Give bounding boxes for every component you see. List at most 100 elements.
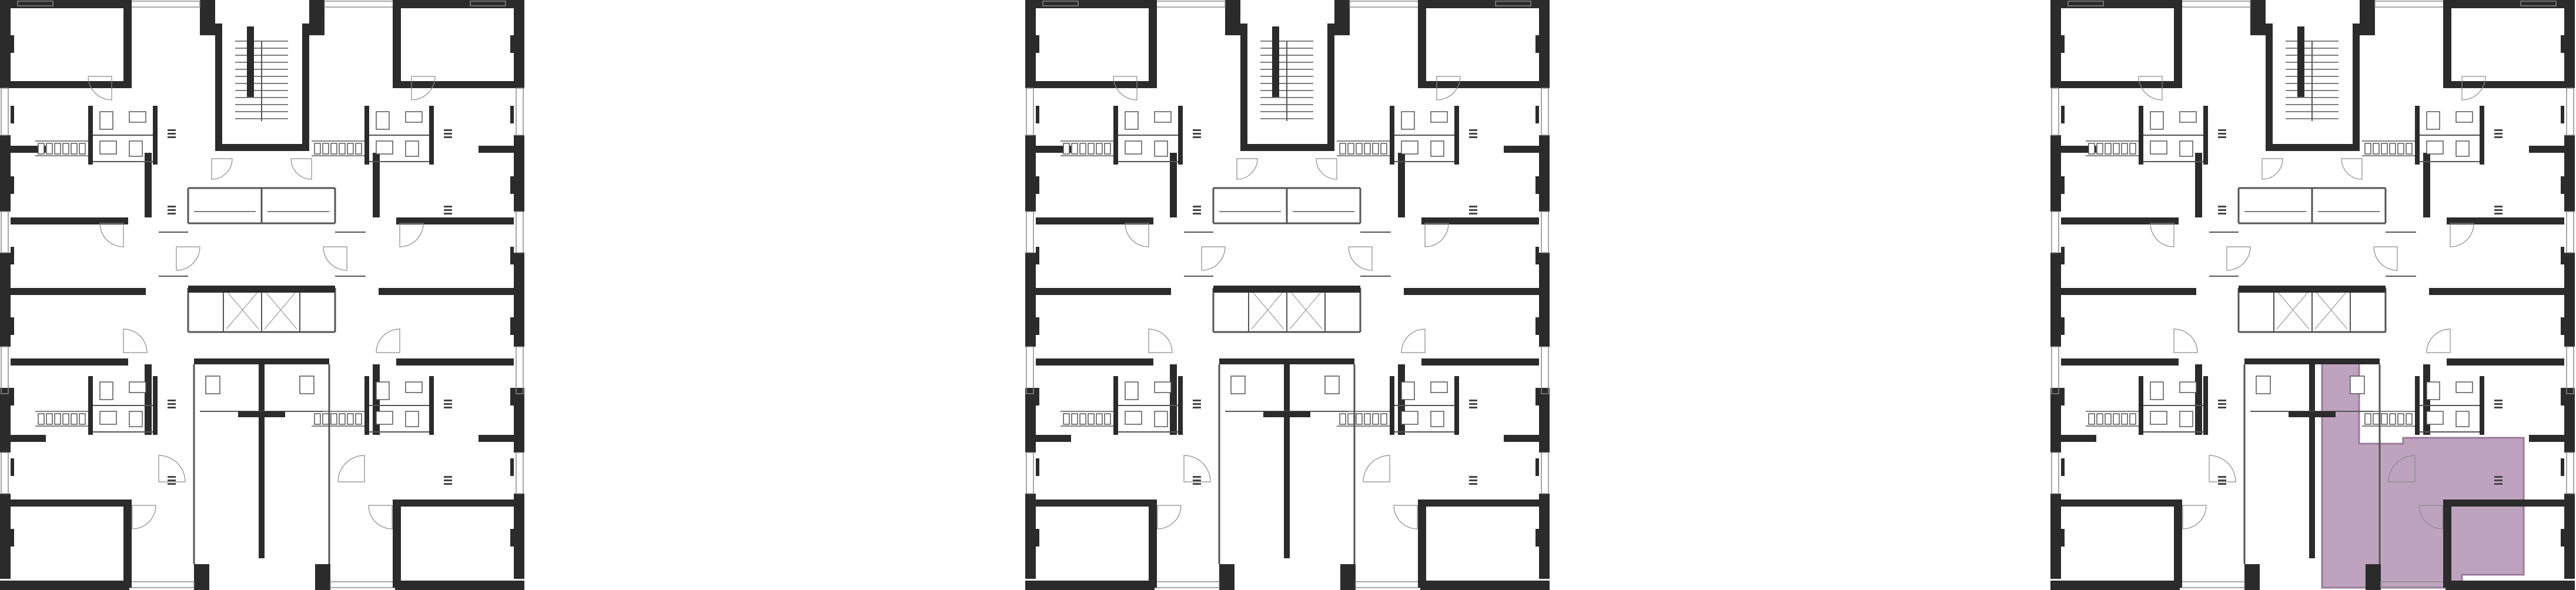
wall [2195,153,2202,217]
wall [1539,388,1550,452]
wall [510,176,514,194]
door-swing [176,246,200,271]
bathroom-fixture [79,143,86,155]
wall [11,358,128,366]
wall [514,388,524,452]
wall [1113,376,1118,435]
bathroom-fixture [1380,413,1387,425]
bathroom-fixture [129,140,143,157]
wall [1539,494,1550,579]
bathroom-fixture [1125,381,1139,400]
door-arc [1316,158,1337,180]
wall [514,253,524,347]
wall [2447,217,2564,224]
bathroom-fixture [2455,411,2470,427]
wall [1219,564,1235,590]
room-code-line [444,476,452,478]
room-code-line [1193,133,1201,135]
wall [1225,0,1240,35]
bathroom-fixture [2129,413,2136,425]
wall [2480,106,2484,165]
room-code-line [2218,209,2226,211]
window [2566,88,2574,136]
room-code-line [1193,480,1201,481]
wall [1421,217,1539,224]
room-code-line [1193,213,1201,214]
room-code-line [1193,407,1201,408]
floor-plan-2 [1025,0,1550,590]
window [1541,346,1549,394]
bathroom-fixture [1079,413,1086,425]
bathroom-fixture [2389,143,2396,155]
wall [2050,6,2061,88]
wall [0,135,11,212]
wall [11,247,14,264]
door-arc [158,455,186,482]
room-code [168,400,176,408]
room-code-line [1469,403,1477,405]
room-code [1193,400,1201,408]
wall [1390,106,1394,165]
door-arc [2461,76,2486,100]
bathroom-fixture [2179,111,2197,123]
wall [2061,435,2096,442]
wall [373,153,380,217]
wall [1421,81,1539,88]
wall [2415,106,2420,165]
door-arc [337,455,365,482]
room-code-line [2218,476,2226,478]
bathroom-fixture [355,143,362,155]
door-swing [1401,328,1426,353]
wall [2139,106,2143,165]
door-arc [323,246,347,271]
room-code [1193,129,1201,138]
wall [1504,435,1539,442]
wall [123,500,132,588]
wall [1539,6,1550,88]
bathroom-fixture [405,140,419,157]
room-code-line [2494,400,2503,401]
bathroom-fixture [2179,381,2197,393]
bathroom-fixture [2373,143,2380,155]
wall [1149,500,1157,588]
wall [1036,529,1039,547]
wall [2050,135,2061,212]
bathroom-block-4 [1337,376,1459,435]
room-code-line [444,407,452,408]
wall [2050,388,2061,452]
wall [2561,247,2564,264]
room-code-line [1193,476,1201,478]
bathroom-fixture [2426,111,2440,130]
bathroom-fixture [2088,413,2095,425]
wall [1036,288,1171,295]
wall [2360,0,2375,35]
wall [11,35,14,53]
shaft-cross [226,290,297,330]
room-code-line [168,400,176,401]
room-code-line [1469,206,1477,207]
wall [1539,135,1550,212]
bathroom-fixture [314,413,321,425]
wall [479,435,514,442]
bathroom-block-2 [2362,106,2484,165]
window [2051,346,2059,394]
wall [1025,388,1036,452]
wall [1327,24,1334,150]
window [516,452,524,494]
door-arc [2388,455,2416,482]
bathroom-fixture [79,413,86,425]
window [2566,211,2574,253]
bathroom-fixture [38,413,45,425]
wall [2061,106,2065,123]
bathroom-fixture [1125,411,1142,425]
wall [1025,6,1036,88]
wall [1535,176,1539,194]
wall [1418,0,1426,88]
bathroom-fixture [2381,413,2388,425]
window [2566,346,2574,394]
wall [1263,411,1310,417]
room-code-line [168,480,176,481]
room-code-line [2494,129,2503,131]
wall [364,106,369,165]
wall [0,6,11,88]
